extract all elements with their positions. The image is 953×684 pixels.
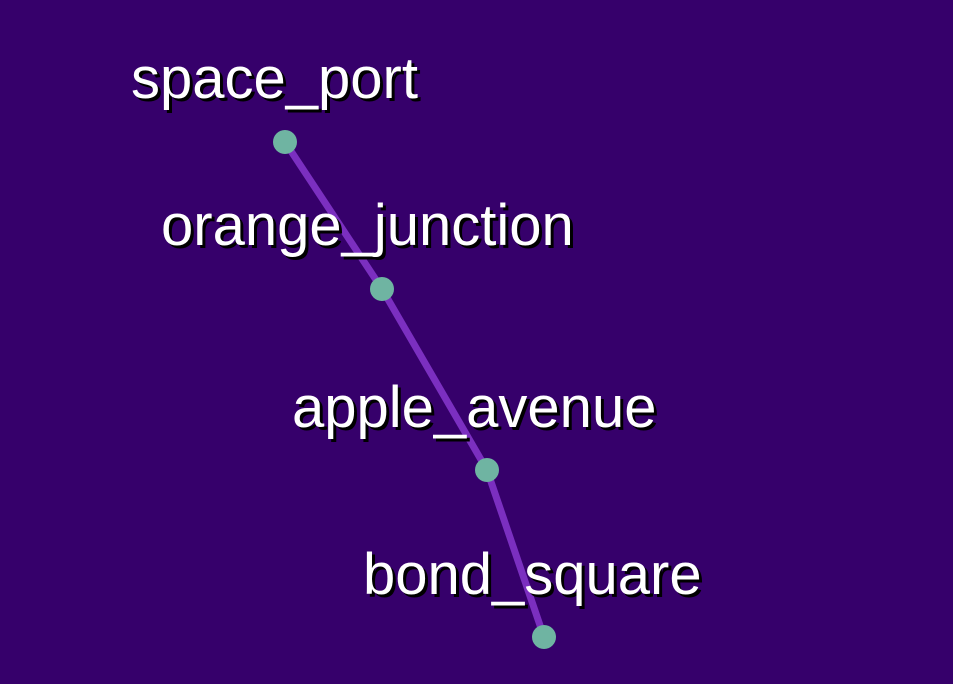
- station-label-shadow: apple_avenue: [295, 378, 659, 443]
- station-bond-square: bond_square bond_square: [363, 542, 705, 649]
- station-label: bond_square: [363, 542, 702, 607]
- station-label-shadow: bond_square: [366, 545, 705, 610]
- station-dot: [475, 458, 499, 482]
- station-dot: [273, 130, 297, 154]
- station-label: space_port: [131, 46, 418, 111]
- station-space-port: space_port space_port: [131, 46, 421, 154]
- station-apple-avenue: apple_avenue apple_avenue: [292, 375, 659, 482]
- station-label-shadow: space_port: [134, 49, 421, 114]
- station-dot: [370, 277, 394, 301]
- station-label: orange_junction: [161, 193, 574, 258]
- station-dot: [532, 625, 556, 649]
- route-line: [281, 138, 548, 641]
- station-orange-junction: orange_junction orange_junction: [161, 193, 577, 301]
- station-label: apple_avenue: [292, 375, 656, 440]
- station-label-shadow: orange_junction: [164, 196, 577, 261]
